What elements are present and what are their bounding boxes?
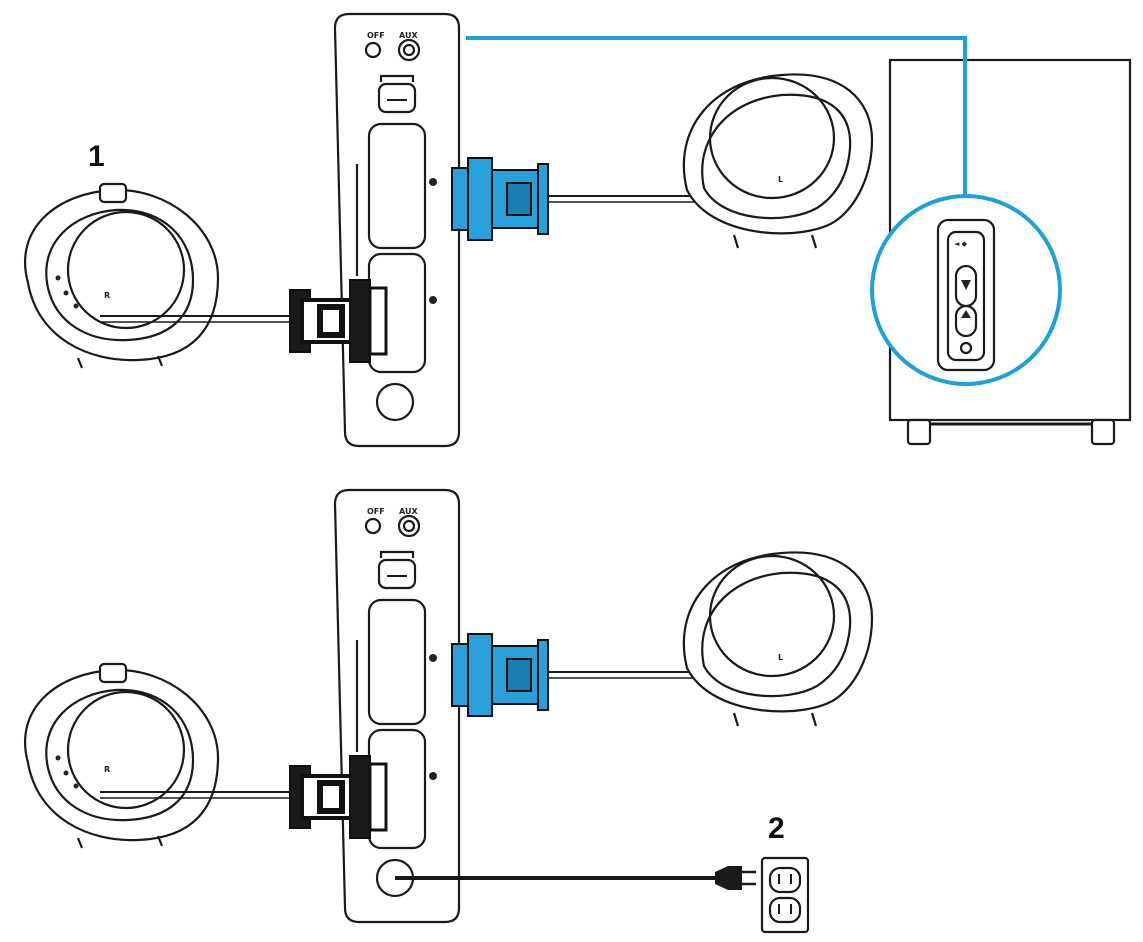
right-speaker-label: R	[104, 291, 110, 300]
step-2-panel: R OFF AUX L 2	[23, 488, 874, 934]
aux-label-2: AUX	[399, 507, 418, 516]
step-1-number: 1	[88, 140, 105, 173]
subwoofer-control-panel: ◄ ◆	[936, 218, 996, 372]
left-speaker-connector	[451, 157, 549, 241]
highlight-link-line	[466, 36, 967, 198]
left-speaker-label: L	[778, 175, 783, 184]
aux-label: AUX	[399, 31, 418, 40]
off-label: OFF	[367, 31, 385, 40]
wall-outlet	[760, 856, 810, 934]
left-speaker: L	[682, 73, 874, 250]
right-speaker-label-2: R	[104, 765, 110, 774]
off-label-2: OFF	[367, 507, 385, 516]
left-speaker-label-2: L	[778, 653, 783, 662]
step-1-panel: 1 R OFF AUX L	[23, 12, 1132, 448]
left-speaker-2: L	[682, 551, 874, 728]
step-2-number: 2	[768, 812, 785, 845]
right-speaker-connector-2	[290, 756, 386, 838]
right-speaker: R	[23, 182, 220, 370]
right-speaker-2: R	[23, 662, 220, 850]
power-plug	[715, 866, 756, 890]
control-pod-2: OFF AUX	[333, 488, 461, 924]
svg-text:◄ ◆: ◄ ◆	[954, 240, 968, 248]
left-speaker-connector-2	[451, 633, 549, 717]
control-pod: OFF AUX	[333, 12, 461, 448]
right-speaker-connector	[290, 280, 386, 362]
